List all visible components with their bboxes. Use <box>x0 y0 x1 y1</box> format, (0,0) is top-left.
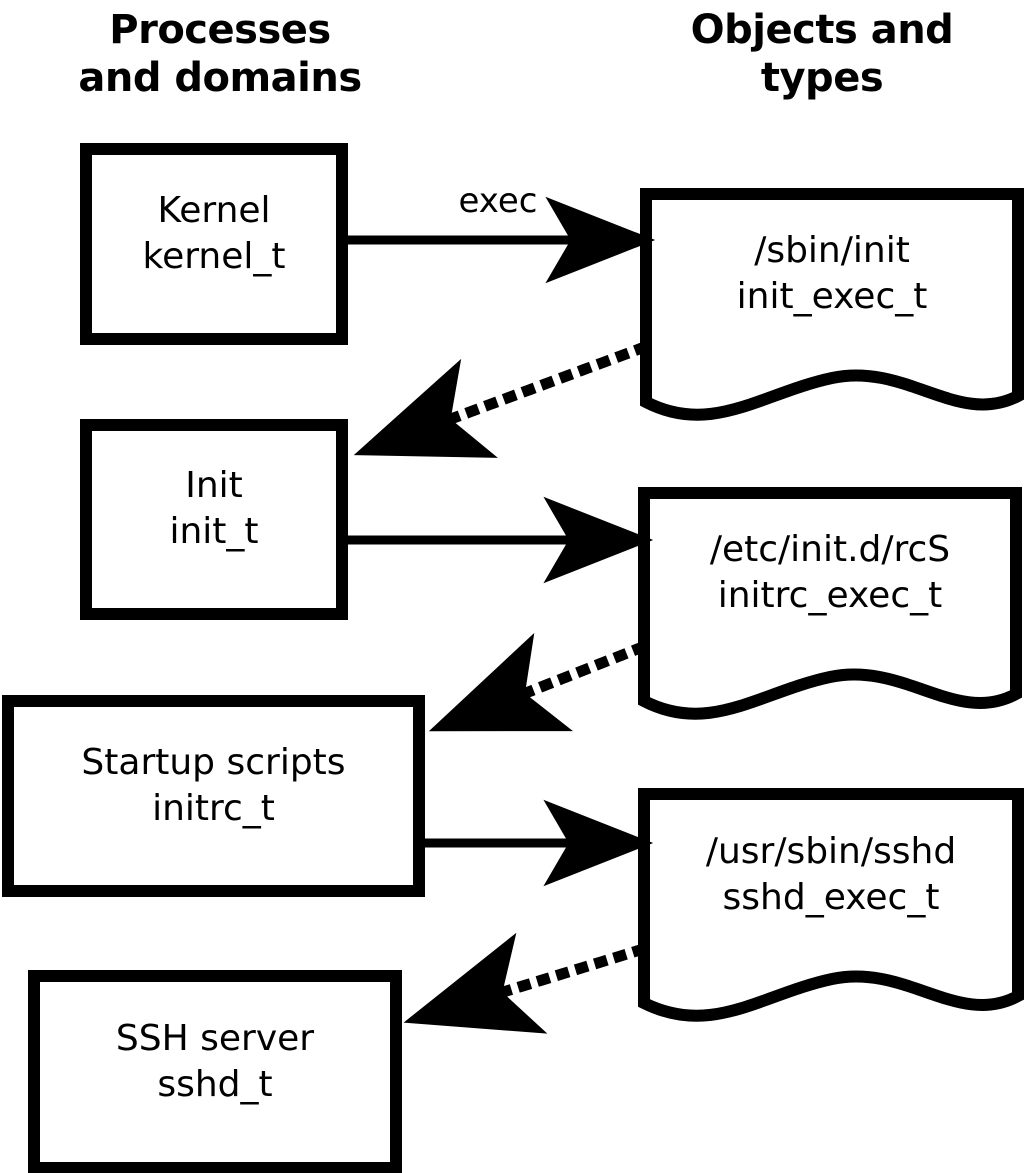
object-doc-initrc-exec[interactable] <box>638 487 1022 720</box>
edge-sshd-exec-transition-sshd <box>403 932 647 1034</box>
object-label-init-exec: /sbin/init init_exec_t <box>736 230 928 317</box>
process-box-init[interactable] <box>80 419 348 620</box>
process-label-init: Init init_t <box>169 465 259 552</box>
edge-initrc-exec-transition-initrc <box>428 632 648 736</box>
edge-label-exec: exec <box>458 181 538 221</box>
column-heading-processes: Processes and domains <box>78 7 362 101</box>
object-doc-init-exec[interactable] <box>640 188 1024 421</box>
edge-init-exec-transition-init <box>353 340 650 460</box>
process-label-sshd: SSH server sshd_t <box>115 1018 315 1105</box>
object-label-sshd-exec: /usr/sbin/sshd sshd_exec_t <box>705 831 957 918</box>
process-box-kernel[interactable] <box>80 143 348 345</box>
process-label-initrc: Startup scripts initrc_t <box>81 742 346 829</box>
process-box-sshd[interactable] <box>28 970 402 1173</box>
process-label-kernel: Kernel kernel_t <box>142 190 286 277</box>
column-heading-objects: Objects and types <box>690 7 954 101</box>
object-label-initrc-exec: /etc/init.d/rcS initrc_exec_t <box>709 529 951 616</box>
object-doc-sshd-exec[interactable] <box>638 788 1024 1022</box>
process-box-initrc[interactable] <box>2 695 425 897</box>
